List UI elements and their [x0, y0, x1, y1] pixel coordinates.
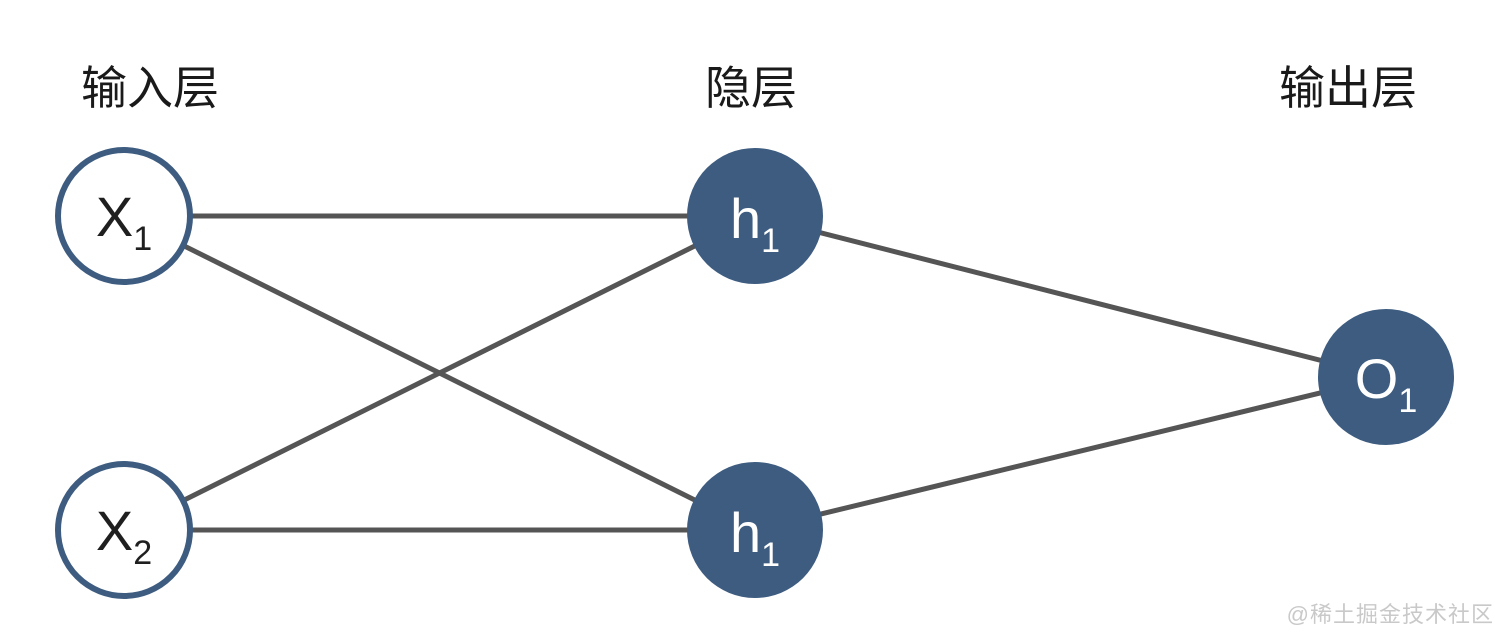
- node-x1: X1: [55, 147, 193, 285]
- node-h2-circle: [687, 462, 823, 598]
- node-h2: h1: [687, 462, 823, 598]
- node-o1-label: O1: [1355, 347, 1417, 420]
- node-x2: X2: [55, 461, 193, 599]
- edge-h2-o1: [754, 374, 1387, 533]
- output-layer-heading: 输出层: [1279, 62, 1417, 114]
- input-layer-heading: 输入层: [81, 62, 219, 114]
- node-o1: O1: [1318, 309, 1454, 445]
- node-x1-label: X1: [96, 185, 152, 258]
- watermark-text: @稀土掘金技术社区: [1286, 602, 1494, 627]
- edge-x2-h1: [122, 213, 757, 533]
- edge-h1-o1: [754, 213, 1387, 380]
- hidden-layer-heading: 隐层: [705, 62, 797, 114]
- node-h2-label: h1: [730, 501, 780, 574]
- node-x1-circle: [55, 147, 193, 285]
- node-x2-circle: [55, 461, 193, 599]
- node-x2-label: X2: [96, 499, 152, 572]
- node-h1-circle: [687, 148, 823, 284]
- node-h1: h1: [687, 148, 823, 284]
- node-o1-circle: [1318, 309, 1454, 445]
- node-h1-label: h1: [730, 187, 780, 260]
